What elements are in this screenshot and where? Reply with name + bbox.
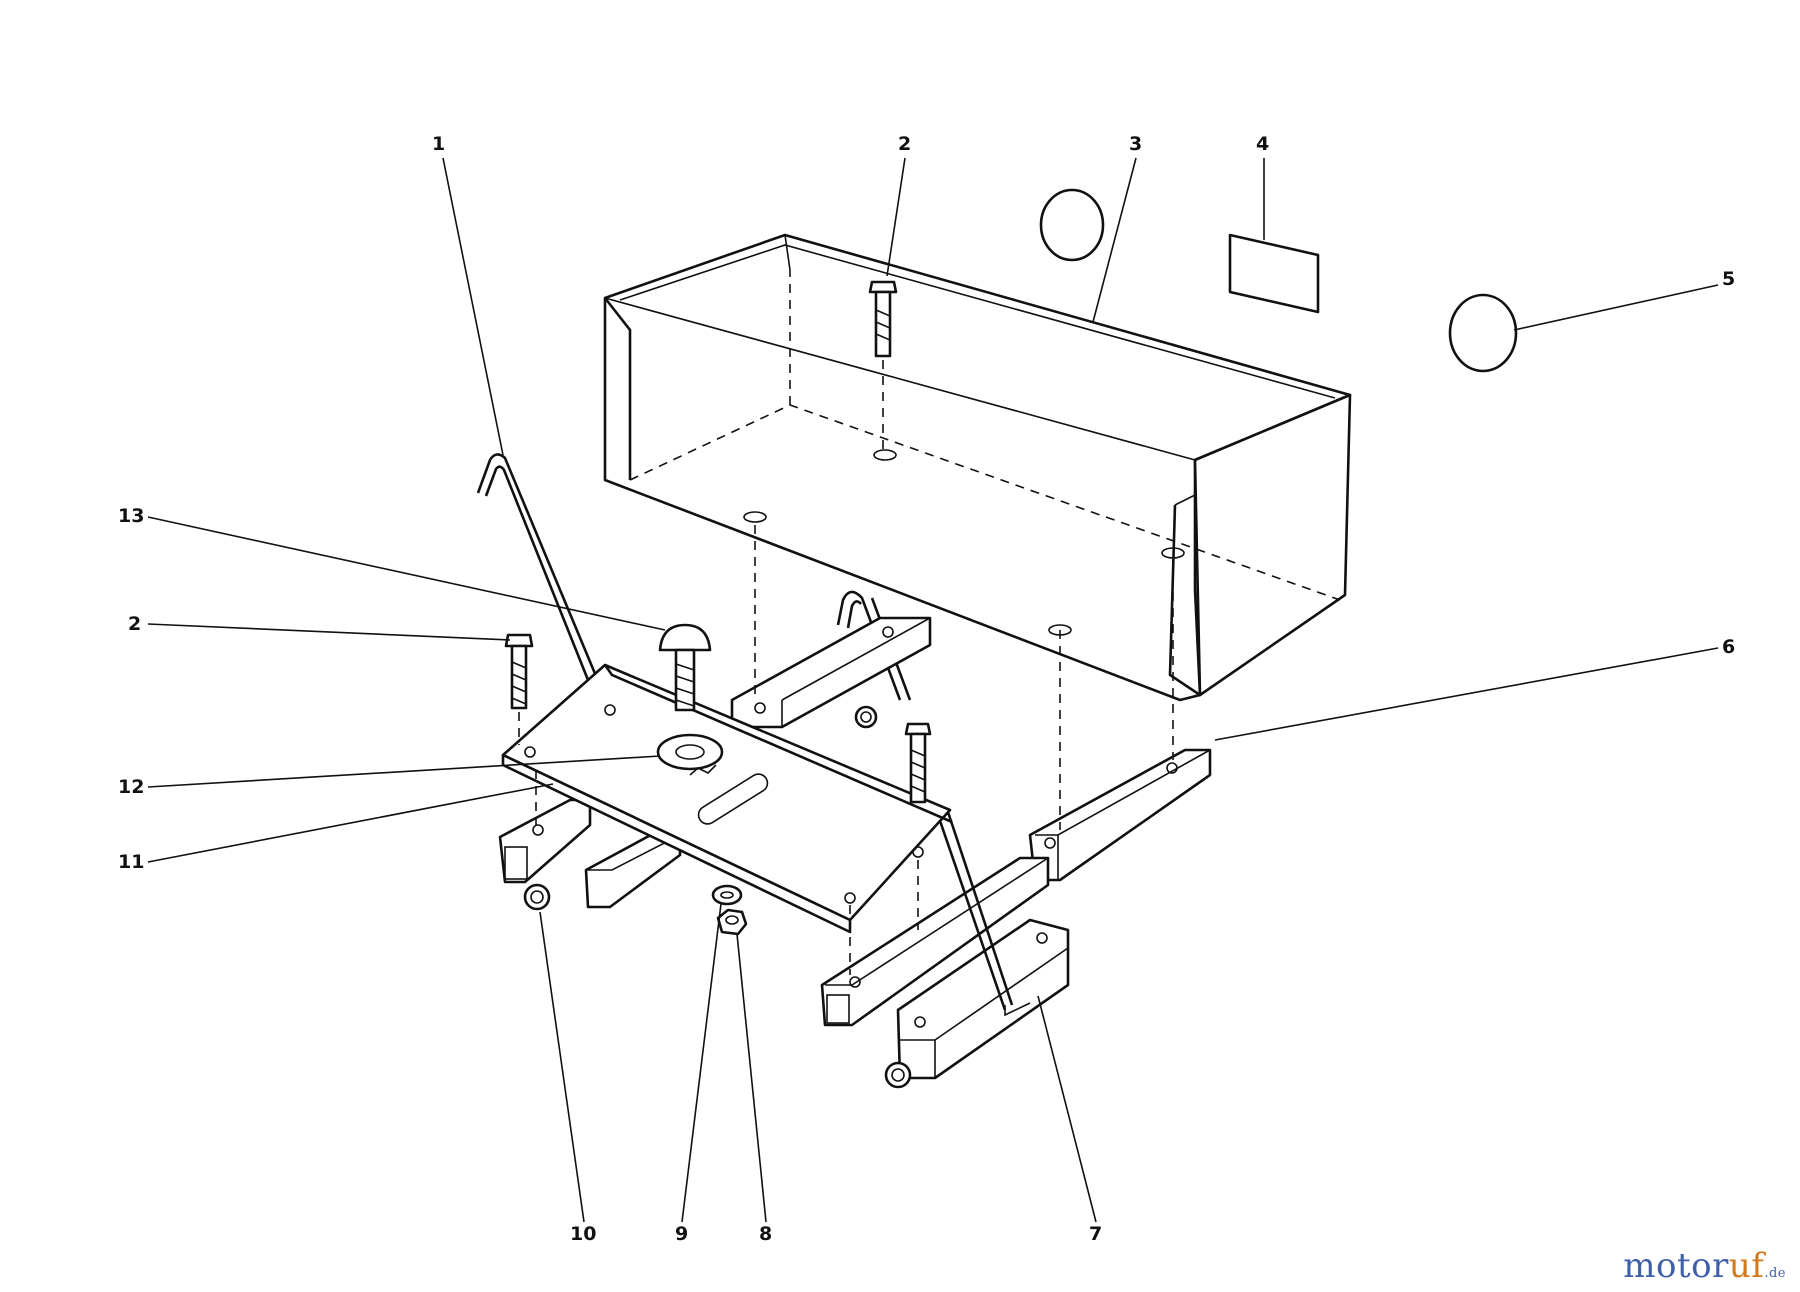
callout-6: 6 <box>1722 636 1735 658</box>
callout-4: 4 <box>1256 133 1269 155</box>
bolt-top <box>868 280 898 455</box>
callout-1: 1 <box>432 133 445 155</box>
callout-9: 9 <box>675 1223 688 1245</box>
callout-13: 13 <box>118 505 144 527</box>
watermark-part-b: uf <box>1728 1246 1765 1286</box>
hex-nut <box>716 908 748 936</box>
watermark-part-a: motor <box>1623 1246 1729 1286</box>
tray-box <box>603 233 1352 702</box>
decal-plate <box>1228 233 1320 314</box>
callout-2-top: 2 <box>898 133 911 155</box>
callout-labels: 1 2 3 4 5 2 13 6 12 11 10 9 8 7 <box>118 133 1735 1245</box>
round-decal-upper <box>1039 188 1105 262</box>
callout-10: 10 <box>570 1223 596 1245</box>
watermark-logo: motoruf.de <box>1623 1246 1786 1286</box>
flange-nut-rear <box>854 705 878 729</box>
flange-nut-right <box>884 1061 912 1089</box>
leader-lines <box>147 157 1719 1223</box>
callout-12: 12 <box>118 776 144 798</box>
bolt-left <box>504 633 534 745</box>
lower-tubes <box>498 798 1070 1080</box>
bolt-right <box>904 722 932 804</box>
watermark-part-c: .de <box>1764 1266 1786 1281</box>
washer-large <box>656 733 724 771</box>
callout-3: 3 <box>1129 133 1142 155</box>
mounting-plate <box>501 663 953 975</box>
callout-2-left: 2 <box>128 613 141 635</box>
flange-nut-left <box>523 883 551 911</box>
callout-11: 11 <box>118 851 144 873</box>
callout-8: 8 <box>759 1223 772 1245</box>
lock-washer <box>711 884 743 906</box>
round-decal-right <box>1448 293 1518 373</box>
callout-7: 7 <box>1089 1223 1102 1245</box>
carriage-bolt <box>658 623 712 712</box>
callout-5: 5 <box>1722 268 1735 290</box>
front-hook-rod <box>476 453 1014 1011</box>
